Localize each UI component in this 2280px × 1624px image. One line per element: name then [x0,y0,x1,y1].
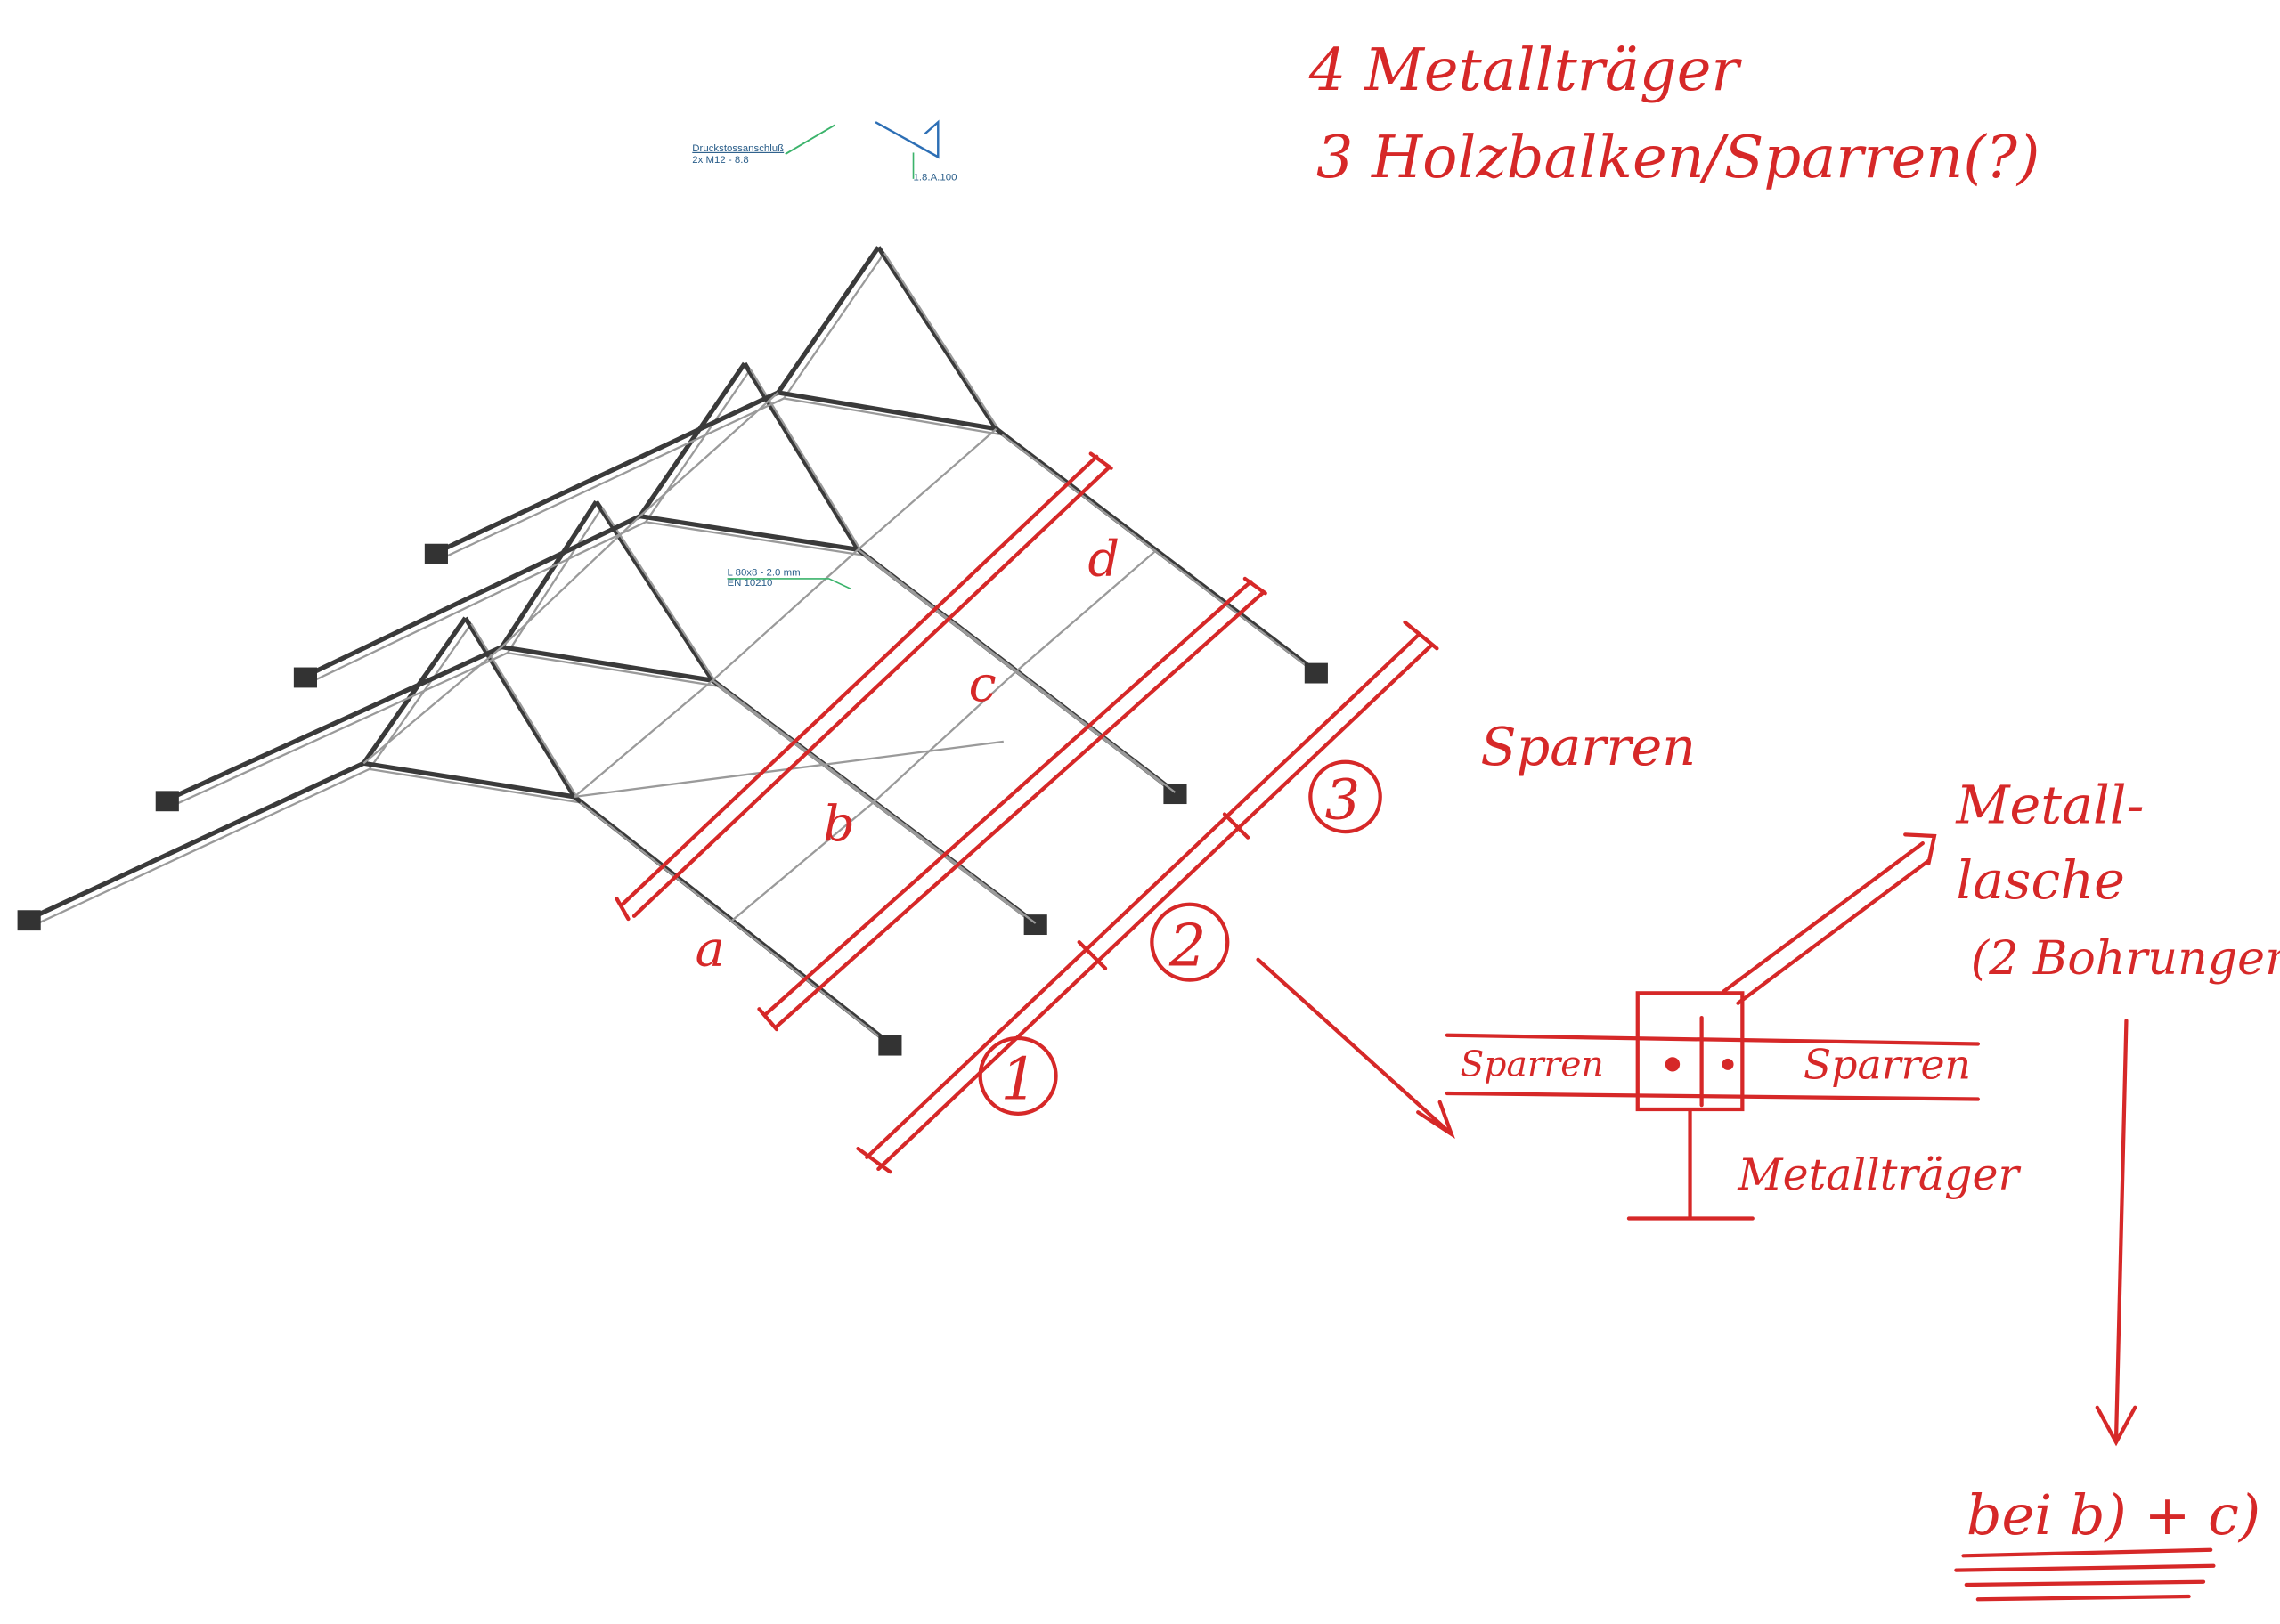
truss-2-member-edge [506,507,604,654]
purlin [731,800,875,922]
purlin [501,515,641,648]
truss-2-member-edge [601,507,720,687]
purlin [639,392,779,517]
truss-2-member [166,645,503,802]
steel-structure [17,246,1328,1056]
truss-2-foot-plate [155,791,179,812]
truss-1-member [362,760,575,800]
red-markup: 1 2 3 a b c d [615,451,1439,1174]
purlin [362,646,503,765]
truss-4-member-edge [883,252,1004,435]
purlin [1015,549,1157,672]
truss-1-member [28,760,365,922]
label-sparren: Sparren [1480,716,1696,777]
cad-label-member-a: L 80x8 - 2.0 mm [728,568,801,579]
rafter-number-2: 2 [1168,912,1207,979]
truss-1-foot-plate [878,1035,902,1056]
detail-lasche-1: Metall- [1955,774,2144,835]
truss-3-member-edge [310,521,647,683]
purlin [574,679,713,798]
cad-label-connection: Druckstossanschluß 2x M12 - 8.8 1.8.A.10… [692,119,957,590]
detail-metalltraeger: Metallträger [1737,1149,2021,1200]
truss-1-member [463,616,577,799]
truss-2-member [501,645,713,683]
detail-left-sparren: Sparren [1461,1044,1604,1084]
detail-lasche-2: lasche [1956,849,2125,911]
note-metal-beams: 4 Metallträger [1308,37,1743,104]
detail-bohrungen: (2 Bohrungen) [1971,932,2280,986]
cad-label-member-b: EN 10210 [728,578,773,589]
truss-1-member-edge [579,801,897,1051]
segment-b: b [823,795,855,853]
truss-3-member [638,361,747,518]
truss-3-member [742,361,860,551]
truss-2-member [594,499,715,682]
rafter-number-3: 3 [1325,767,1360,832]
note-wood-beams: 3 Holzbalken/Sparren(?) [1316,124,2040,191]
truss-4-foot-plate [1304,662,1328,684]
segment-a: a [696,920,725,978]
segment-d: d [1087,531,1120,589]
truss-4-member-edge [1001,434,1323,678]
cad-label-bolts: 2x M12 - 8.8 [692,155,748,166]
diagonal-brace [857,548,1177,793]
truss-4-member-edge [783,252,885,400]
diagonal-brace [712,679,1037,924]
truss-4-member [776,246,881,394]
truss-3-member [304,514,641,678]
truss-4-member-edge [783,397,1003,436]
truss-1-member-edge [34,767,370,926]
truss-1-member-edge [369,767,581,804]
rafter-number-1: 1 [1001,1046,1038,1114]
detail-right-sparren: Sparren [1804,1042,1971,1089]
truss-4-member-edge [441,397,785,560]
segment-c: c [969,655,997,713]
purlin [873,670,1018,803]
truss-1-foot-plate [17,910,41,931]
purlin [857,427,998,551]
truss-4-foot-plate [424,543,448,564]
cad-label-connection-name: Druckstossanschluß [692,143,784,154]
truss-4-member [435,390,779,555]
detail-conclusion: bei b) + c) [1966,1482,2260,1547]
cad-label-angle: 1.8.A.100 [914,172,957,183]
truss-3-member-edge [645,521,865,556]
truss-4-member [876,246,998,431]
truss-2-member-edge [718,685,1042,930]
truss-3-member-edge [863,554,1182,800]
truss-4-member [778,390,998,432]
truss-2-member-edge [172,652,509,807]
truss-2-member-edge [507,652,719,687]
truss-1-member-edge [368,622,473,770]
truss-1-member [362,616,468,765]
connection-detail: Sparren Sparren Metallträger Metall- las… [1256,774,2280,1602]
truss-3-member [639,514,859,552]
truss-3-foot-plate [293,667,317,688]
purlin [712,548,859,682]
truss-2-member [500,499,598,649]
